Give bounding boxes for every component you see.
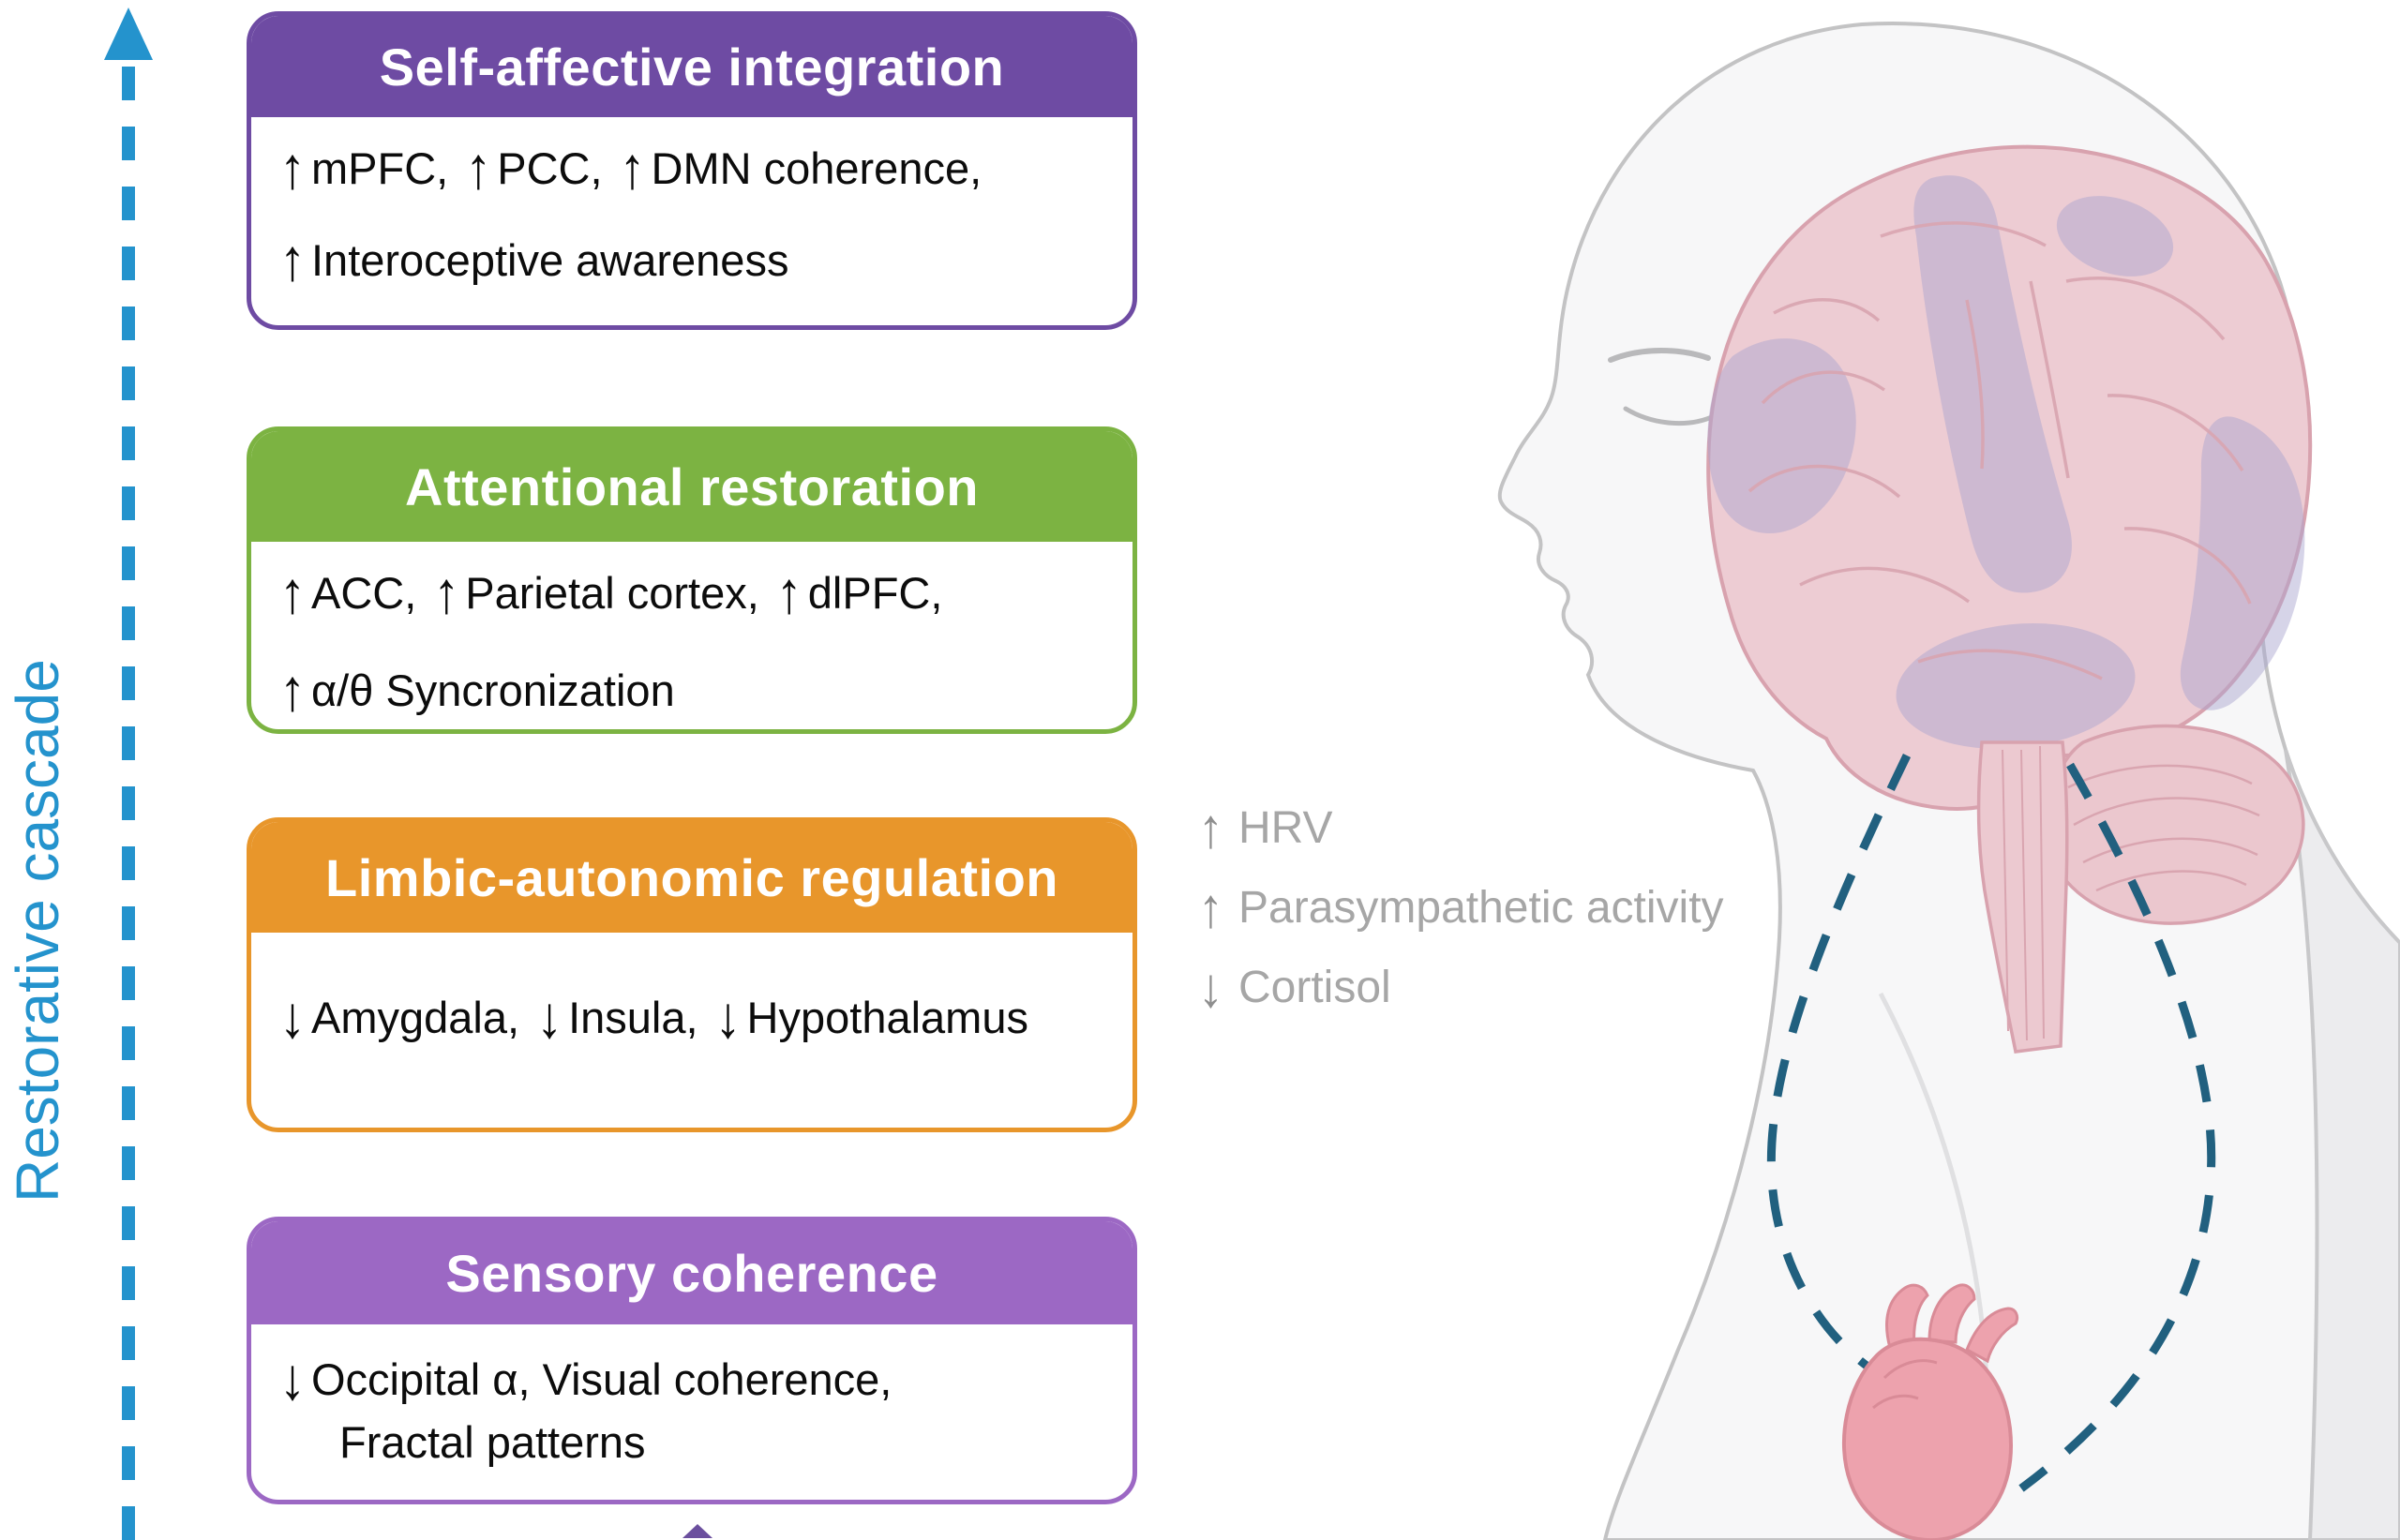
central-band-highlight (1913, 175, 2072, 593)
box-item-text: Occipital α, Visual coherence, (311, 1353, 892, 1404)
box-item-text: PCC, (497, 142, 603, 193)
parietal-highlight (2056, 196, 2174, 277)
box-item: ↑dlPFC, (775, 559, 943, 625)
physiology-item-text: Cortisol (1238, 963, 1391, 1012)
box-self-affective-integration: Self-affective integration ↑mPFC, ↑PCC, … (247, 11, 1137, 330)
up-arrow-icon: ↑ (279, 559, 306, 625)
box-item-text: Hypothalamus (746, 992, 1028, 1042)
heart-illustration (1841, 1283, 2019, 1540)
restorative-cascade-arrow (104, 7, 153, 1540)
up-arrow-icon: ↑ (1198, 876, 1223, 939)
restorative-cascade-label: Restorative cascade (4, 659, 71, 1203)
occipital-highlight (2180, 416, 2305, 710)
box-item: ↓Amygdala, (279, 987, 520, 1046)
brain-highlight-regions (1707, 175, 2305, 749)
box-title-self-affective: Self-affective integration (251, 16, 1132, 117)
box-item-text: Parietal cortex, (465, 567, 759, 618)
frontal-highlight (1707, 338, 1856, 534)
box-item: ↑mPFC, (279, 138, 449, 197)
down-arrow-icon: ↓ (714, 983, 742, 1050)
brain-gyri (1748, 221, 2252, 680)
vagus-nerve-left-dashed-path (1766, 754, 1912, 1374)
temporal-highlight (1896, 623, 2136, 749)
cerebellum-striations (2067, 764, 2260, 892)
down-arrow-icon: ↓ (1198, 956, 1223, 1019)
vagus-nerve-right-dashed-path (2018, 762, 2216, 1492)
box-title-limbic: Limbic-autonomic regulation (251, 822, 1132, 933)
box-title-sensory: Sensory coherence (251, 1221, 1132, 1324)
brainstem-striations (2002, 745, 2045, 1041)
box-item: Fractal patterns (339, 1416, 646, 1468)
box-sensory-coherence: Sensory coherence ↓Occipital α, Visual c… (247, 1217, 1137, 1504)
box-body: ↑mPFC, ↑PCC, ↑DMN coherence, ↑Interocept… (251, 117, 1132, 289)
up-arrow-icon: ↑ (279, 226, 306, 292)
box-item: ↓Hypothalamus (715, 987, 1028, 1046)
box-body: ↑ACC, ↑Parietal cortex, ↑dlPFC, ↑α/θ Syn… (251, 542, 1132, 719)
box-line: ↑α/θ Syncronization (279, 660, 1116, 719)
up-arrow-icon: ↑ (1198, 797, 1223, 860)
physiology-item: ↑ HRV (1198, 797, 1724, 860)
box-item-text: Insula, (568, 992, 698, 1042)
box-item-text: Amygdala, (311, 992, 520, 1042)
box-item: ↑DMN coherence, (620, 138, 982, 197)
physiology-item-text: HRV (1238, 803, 1333, 853)
box-attentional-restoration: Attentional restoration ↑ACC, ↑Parietal … (247, 426, 1137, 734)
down-arrow-icon: ↓ (536, 983, 563, 1050)
box-item: ↓Occipital α, Visual coherence, (279, 1349, 892, 1408)
up-arrow-icon: ↑ (433, 559, 460, 625)
box-body: ↓Amygdala, ↓Insula, ↓Hypothalamus (251, 933, 1132, 1046)
down-arrow-icon: ↓ (279, 983, 306, 1050)
cerebrum (1706, 144, 2313, 811)
box-item: ↑Interoceptive awareness (279, 230, 789, 289)
physiology-item: ↓ Cortisol (1198, 956, 1724, 1019)
up-arrow-icon: ↑ (775, 559, 802, 625)
box-limbic-autonomic-regulation: Limbic-autonomic regulation ↓Amygdala, ↓… (247, 817, 1137, 1132)
up-arrow-icon: ↑ (619, 134, 646, 201)
down-arrow-icon: ↓ (279, 1345, 306, 1412)
box-title-attentional: Attentional restoration (251, 431, 1132, 542)
box-item-text: mPFC, (311, 142, 449, 193)
box-item: ↑ACC, (279, 559, 417, 625)
box-item: ↑α/θ Syncronization (279, 660, 675, 719)
physiology-item-text: Parasympathetic activity (1238, 883, 1724, 933)
up-arrow-icon: ↑ (279, 134, 306, 201)
box-line: ↑Interoceptive awareness (279, 230, 1116, 289)
box-line: ↑ACC, ↑Parietal cortex, ↑dlPFC, (279, 559, 1116, 625)
heart-vessels (1885, 1283, 2019, 1364)
box-item-text: α/θ Syncronization (311, 665, 675, 715)
closed-eye-line (1623, 406, 1717, 426)
back-shading-band (2284, 749, 2400, 1540)
up-arrow-icon: ↑ (279, 656, 306, 723)
box-item: ↑PCC, (465, 138, 603, 197)
cascade-arrowhead-icon (104, 7, 153, 60)
cerebellum (2043, 724, 2305, 925)
vagus-nerve-pathways (1766, 754, 2216, 1492)
up-arrow-icon: ↑ (465, 134, 492, 201)
heart-body (1841, 1337, 2013, 1540)
box-item: ↑Parietal cortex, (433, 559, 759, 625)
flow-up-caret-icon (682, 1524, 712, 1538)
box-item-text: Interoceptive awareness (311, 234, 789, 285)
heart-detail-lines (1872, 1359, 1938, 1410)
eyebrow-line (1608, 348, 1711, 363)
brainstem (1976, 740, 2069, 1054)
physiology-annotations: ↑ HRV ↑ Parasympathetic activity ↓ Corti… (1198, 797, 1724, 1019)
box-line: ↓Amygdala, ↓Insula, ↓Hypothalamus (279, 987, 1116, 1046)
brain-illustration (1706, 144, 2313, 1054)
box-item-text: DMN coherence, (651, 142, 982, 193)
box-item-text: dlPFC, (807, 567, 943, 618)
head-brain-heart-illustration (1497, 22, 2400, 1540)
box-item-text: Fractal patterns (339, 1417, 646, 1467)
box-body: ↓Occipital α, Visual coherence, Fractal … (251, 1324, 1132, 1468)
box-item-text: ACC, (311, 567, 417, 618)
box-line: ↑mPFC, ↑PCC, ↑DMN coherence, (279, 138, 1116, 197)
box-line: ↓Occipital α, Visual coherence, (279, 1349, 1116, 1408)
box-item: ↓Insula, (536, 987, 698, 1046)
box-line: Fractal patterns (279, 1416, 1116, 1468)
physiology-item: ↑ Parasympathetic activity (1198, 876, 1724, 939)
